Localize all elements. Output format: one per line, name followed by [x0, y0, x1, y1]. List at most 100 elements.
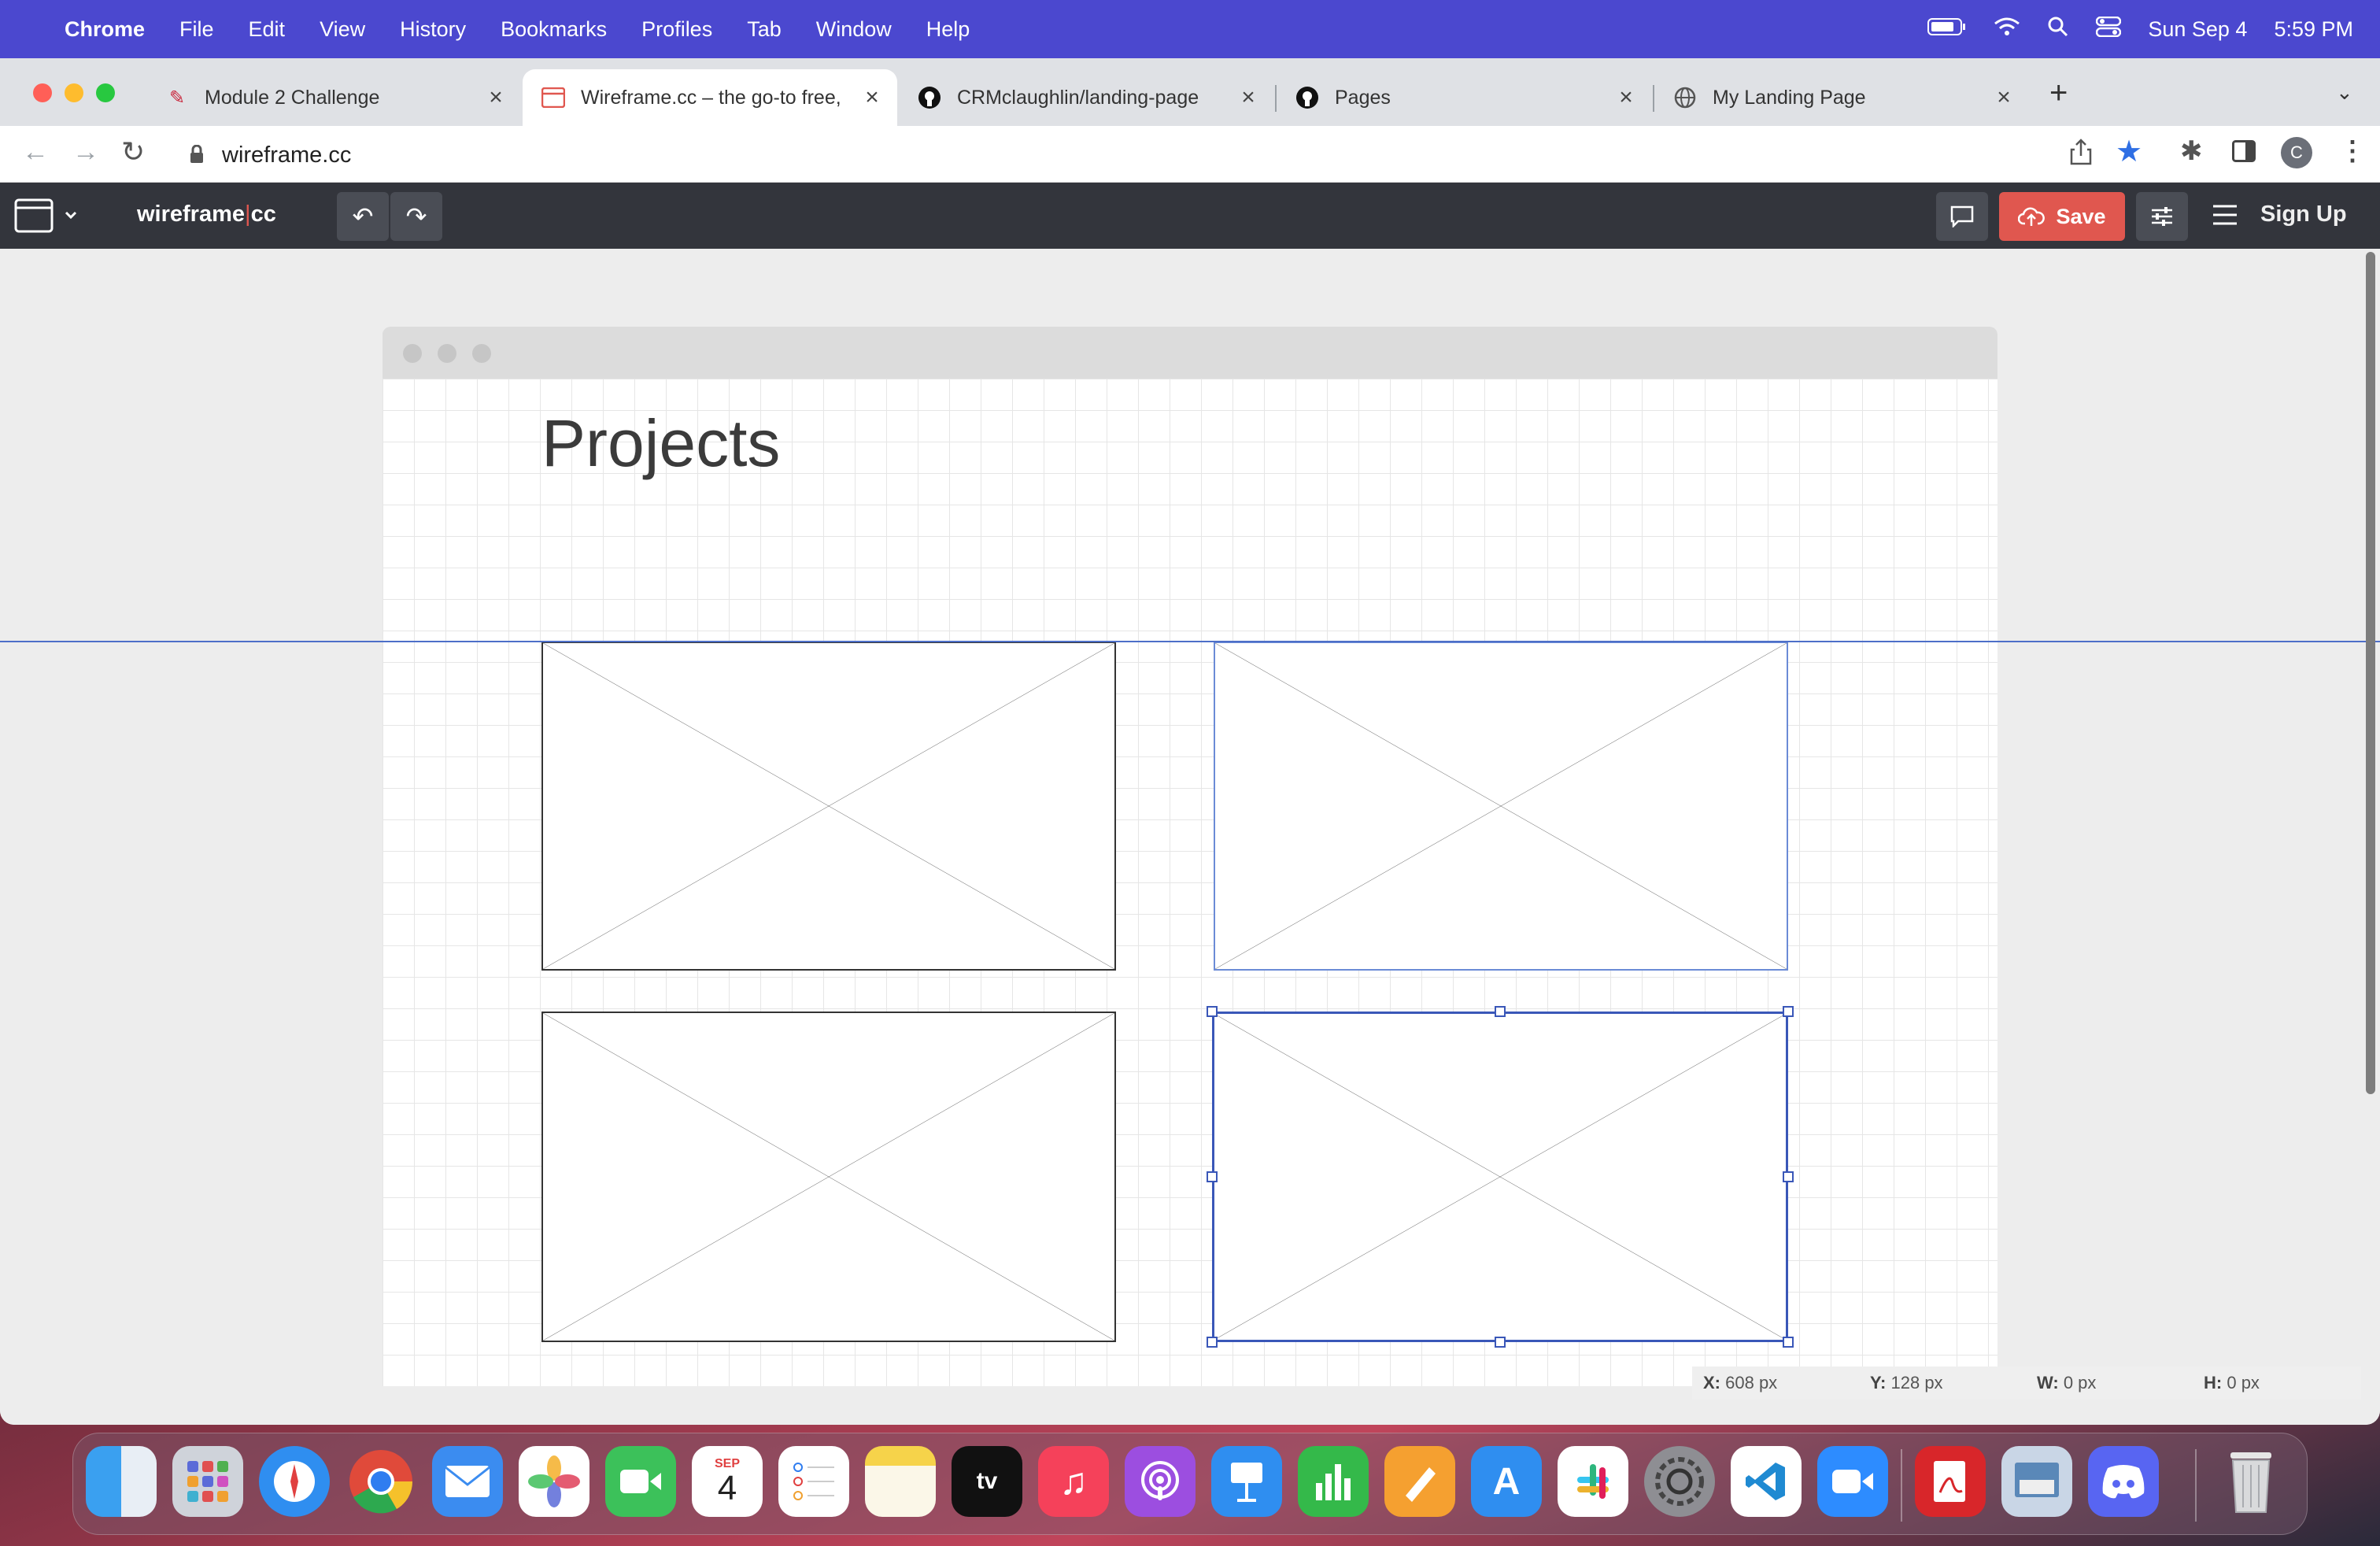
app-store-icon[interactable]: A: [1471, 1446, 1542, 1517]
notes-icon[interactable]: [865, 1446, 936, 1517]
close-tab-icon[interactable]: ×: [489, 84, 503, 110]
tab-module-2-challenge[interactable]: ✎ Module 2 Challenge ×: [146, 69, 521, 126]
chrome-menu-icon[interactable]: ⋮: [2339, 136, 2366, 166]
podcasts-icon[interactable]: [1125, 1446, 1196, 1517]
vscode-icon[interactable]: [1731, 1446, 1802, 1517]
back-icon[interactable]: ←: [22, 137, 49, 167]
minimize-window-button[interactable]: [65, 83, 83, 102]
menu-app-name[interactable]: Chrome: [65, 17, 146, 41]
photos-icon[interactable]: [519, 1446, 589, 1517]
slack-icon[interactable]: [1558, 1446, 1628, 1517]
menu-bookmarks[interactable]: Bookmarks: [501, 17, 608, 41]
tab-pages[interactable]: Pages ×: [1277, 69, 1651, 126]
forward-icon[interactable]: →: [72, 137, 99, 167]
selected-image-placeholder[interactable]: [1212, 1012, 1788, 1342]
undo-button[interactable]: ↶: [337, 192, 389, 241]
resize-handle[interactable]: [1207, 1006, 1218, 1017]
resize-handle[interactable]: [1783, 1171, 1794, 1182]
profile-avatar[interactable]: C: [2281, 137, 2312, 168]
apple-tv-icon[interactable]: tv: [952, 1446, 1022, 1517]
close-tab-icon[interactable]: ×: [865, 84, 879, 110]
projects-heading[interactable]: Projects: [541, 406, 781, 480]
resize-handle[interactable]: [1783, 1337, 1794, 1348]
logo-text-left: wireframe: [137, 202, 246, 227]
numbers-icon[interactable]: [1298, 1446, 1369, 1517]
tab-title: My Landing Page: [1713, 86, 1866, 109]
resize-handle[interactable]: [1207, 1337, 1218, 1348]
reload-icon[interactable]: ↻: [121, 135, 146, 168]
zoom-icon[interactable]: [1817, 1446, 1888, 1517]
menu-history[interactable]: History: [400, 17, 467, 41]
sign-up-link[interactable]: Sign Up: [2260, 202, 2347, 227]
system-preferences-icon[interactable]: [1644, 1446, 1715, 1517]
save-button[interactable]: Save: [1999, 192, 2125, 241]
reminders-icon[interactable]: [778, 1446, 849, 1517]
url-field[interactable]: wireframe.cc: [222, 135, 2032, 175]
resize-handle[interactable]: [1495, 1006, 1506, 1017]
vertical-scrollbar[interactable]: [2366, 252, 2375, 1094]
tab-title: Wireframe.cc – the go-to free,: [581, 86, 841, 109]
close-tab-icon[interactable]: ×: [1619, 84, 1633, 110]
menu-time[interactable]: 5:59 PM: [2274, 17, 2353, 41]
redo-button[interactable]: ↷: [390, 192, 442, 241]
share-icon[interactable]: [2070, 139, 2092, 169]
extensions-icon[interactable]: ✱: [2180, 136, 2203, 166]
image-placeholder[interactable]: [541, 642, 1116, 971]
menu-help[interactable]: Help: [926, 17, 970, 41]
settings-button[interactable]: [2136, 192, 2188, 241]
y-readout: Y: 128 px: [1870, 1373, 1943, 1393]
tab-github-landing-page[interactable]: CRMclaughlin/landing-page ×: [899, 69, 1273, 126]
resize-handle[interactable]: [1495, 1337, 1506, 1348]
menu-profiles[interactable]: Profiles: [641, 17, 713, 41]
new-tab-icon[interactable]: +: [2049, 76, 2068, 110]
calendar-icon[interactable]: SEP 4: [692, 1446, 763, 1517]
bookmark-star-icon[interactable]: ★: [2116, 135, 2143, 168]
frame-dot: [438, 344, 456, 363]
logo-divider: |: [245, 202, 251, 227]
menu-view[interactable]: View: [320, 17, 366, 41]
device-selector-icon[interactable]: [14, 198, 82, 237]
mail-icon[interactable]: [432, 1446, 503, 1517]
preview-icon[interactable]: [2001, 1446, 2072, 1517]
close-window-button[interactable]: [33, 83, 52, 102]
resize-handle[interactable]: [1783, 1006, 1794, 1017]
launchpad-icon[interactable]: [172, 1446, 243, 1517]
chrome-icon[interactable]: [346, 1446, 416, 1517]
spotlight-search-icon[interactable]: [2047, 16, 2069, 43]
w-readout: W: 0 px: [2037, 1373, 2097, 1393]
discord-icon[interactable]: [2088, 1446, 2159, 1517]
menu-window[interactable]: Window: [815, 17, 892, 41]
tab-strip: ✎ Module 2 Challenge × Wireframe.cc – th…: [0, 58, 2380, 126]
safari-icon[interactable]: [259, 1446, 330, 1517]
sidepanel-icon[interactable]: [2232, 140, 2256, 166]
menu-tab[interactable]: Tab: [747, 17, 782, 41]
pages-icon[interactable]: [1384, 1446, 1455, 1517]
wireframe-browser-frame[interactable]: Projects: [382, 327, 1998, 1386]
finder-icon[interactable]: [86, 1446, 157, 1517]
facetime-icon[interactable]: [605, 1446, 676, 1517]
acrobat-icon[interactable]: [1915, 1446, 1986, 1517]
menu-date[interactable]: Sun Sep 4: [2148, 17, 2248, 41]
comments-button[interactable]: [1936, 192, 1988, 241]
music-icon[interactable]: ♫: [1038, 1446, 1109, 1517]
app-logo[interactable]: wireframe|cc: [137, 202, 276, 227]
hamburger-menu-icon[interactable]: [2212, 203, 2238, 231]
keynote-icon[interactable]: [1211, 1446, 1282, 1517]
tab-my-landing-page[interactable]: My Landing Page ×: [1654, 69, 2029, 126]
lock-icon[interactable]: [189, 144, 205, 168]
close-tab-icon[interactable]: ×: [1997, 84, 2011, 110]
tab-wireframe[interactable]: Wireframe.cc – the go-to free, ×: [523, 69, 897, 126]
image-placeholder[interactable]: [541, 1012, 1116, 1342]
alignment-guide-line: [0, 641, 2380, 642]
image-placeholder[interactable]: [1214, 642, 1788, 971]
menu-file[interactable]: File: [179, 17, 214, 41]
battery-icon[interactable]: [1927, 17, 1967, 42]
zoom-window-button[interactable]: [96, 83, 115, 102]
close-tab-icon[interactable]: ×: [1241, 84, 1255, 110]
wifi-icon[interactable]: [1994, 17, 2020, 43]
tab-search-chevron-icon[interactable]: ⌄: [2336, 80, 2353, 104]
menu-edit[interactable]: Edit: [248, 17, 286, 41]
trash-icon[interactable]: [2216, 1446, 2286, 1517]
control-center-icon[interactable]: [2096, 16, 2122, 43]
resize-handle[interactable]: [1207, 1171, 1218, 1182]
